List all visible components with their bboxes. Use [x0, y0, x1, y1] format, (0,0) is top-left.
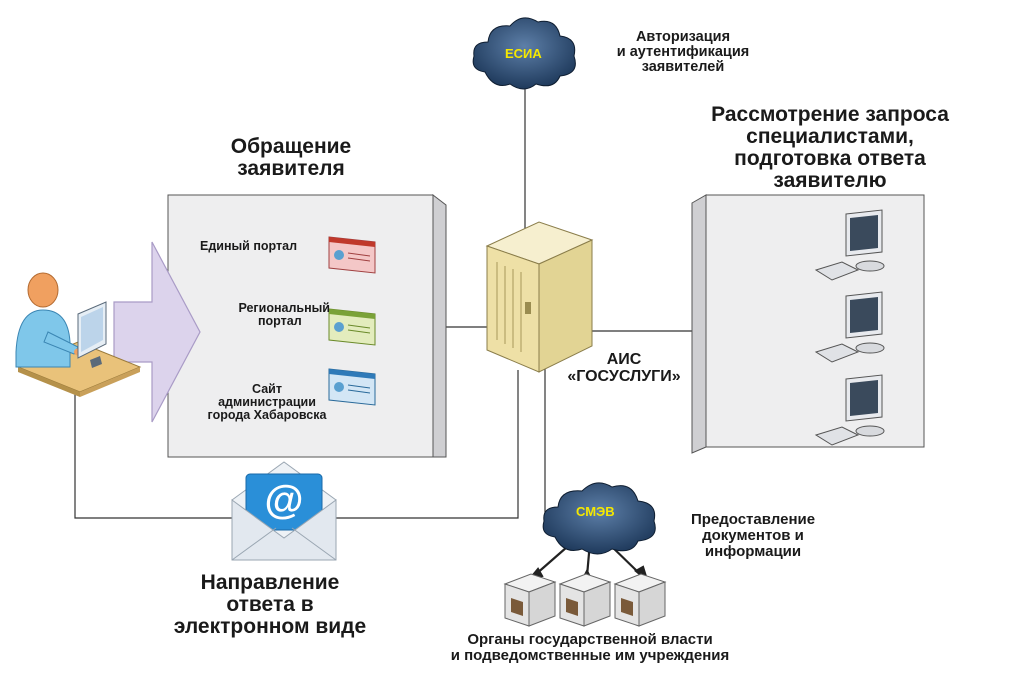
- city-site-icon: [328, 368, 376, 406]
- portal-label-unified: Единый портал: [200, 239, 330, 253]
- applicant-title: Обращение заявителя: [196, 135, 386, 181]
- workstation-icon-3: [814, 374, 885, 446]
- applicant-person-icon: [15, 272, 142, 397]
- ais-label-line-1: АИС: [606, 351, 642, 368]
- portal-label-regional-line-2: портал: [258, 314, 302, 329]
- smev-description-line-2: документов и: [702, 526, 804, 544]
- authorities-label-line-2: и подведомственные им учреждения: [450, 646, 730, 664]
- applicant-title-line-2: заявителя: [237, 157, 345, 181]
- email-at-symbol: @: [264, 478, 304, 522]
- smev-cloud-icon: [542, 482, 656, 555]
- authorities-label: Органы государственной власти и подведом…: [400, 632, 780, 664]
- smev-cloud-label: СМЭВ: [576, 504, 615, 519]
- response-title-line-1: Направление: [200, 571, 340, 594]
- workstation-icon-1: [814, 209, 885, 281]
- response-title-line-2: ответа в: [226, 593, 314, 617]
- ais-label: АИС «ГОСУСЛУГИ»: [554, 351, 694, 386]
- authority-building-icon-2: [558, 573, 612, 627]
- regional-portal-icon: [328, 308, 376, 346]
- portal-label-city-site: Сайт администрации города Хабаровска: [182, 382, 352, 423]
- portal-label-unified-line-1: Единый портал: [200, 239, 298, 253]
- portal-label-city-site-line-1: Сайт: [252, 382, 282, 396]
- portal-label-regional: Региональный портал: [200, 301, 330, 329]
- portal-label-city-site-line-3: города Хабаровска: [207, 408, 327, 423]
- esia-cloud-label: ЕСИА: [505, 46, 542, 61]
- smev-description-line-3: информации: [704, 542, 802, 560]
- review-title-line-4: заявителю: [773, 169, 887, 193]
- applicant-title-line-1: Обращение: [230, 135, 352, 158]
- email-envelope-icon: [231, 461, 337, 561]
- authorities-label-line-1: Органы государственной власти: [467, 631, 713, 648]
- server-icon: [485, 221, 594, 373]
- authority-building-icon-1: [503, 573, 557, 627]
- unified-portal-icon: [328, 236, 376, 274]
- response-title: Направление ответа в электронном виде: [140, 571, 400, 639]
- esia-description-line-3: заявителей: [641, 59, 725, 76]
- smev-description: Предоставление документов и информации: [668, 512, 838, 559]
- review-title-line-2: специалистами,: [746, 125, 914, 149]
- authority-building-icon-3: [613, 573, 667, 627]
- review-title-line-3: подготовка ответа: [734, 147, 926, 171]
- portal-label-regional-line-1: Региональный: [238, 301, 330, 315]
- esia-cloud-icon: [472, 17, 576, 90]
- ais-label-line-2: «ГОСУСЛУГИ»: [567, 367, 681, 385]
- esia-description-line-1: Авторизация: [635, 29, 731, 45]
- review-title-line-1: Рассмотрение запроса: [711, 103, 949, 126]
- esia-description: Авторизация и аутентификация заявителей: [588, 29, 778, 76]
- portal-label-city-site-line-2: администрации: [218, 395, 316, 410]
- review-title: Рассмотрение запроса специалистами, подг…: [670, 103, 990, 193]
- workstation-icon-2: [814, 291, 885, 363]
- esia-description-line-2: и аутентификация: [616, 44, 750, 61]
- response-title-line-3: электронном виде: [173, 615, 367, 639]
- smev-description-line-1: Предоставление: [690, 511, 816, 528]
